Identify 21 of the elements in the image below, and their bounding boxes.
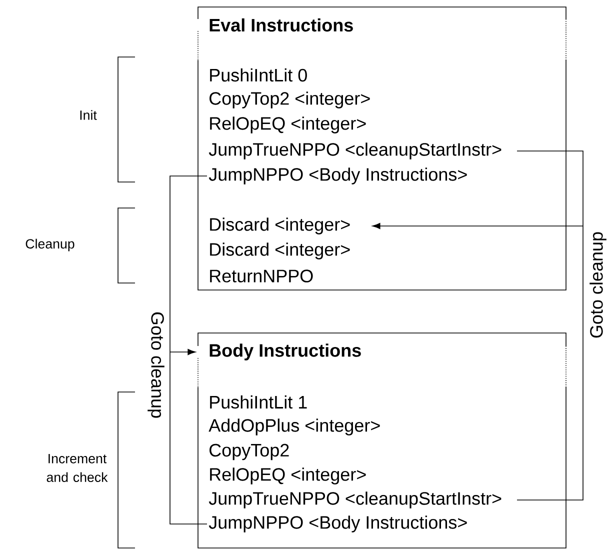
instruction-text: JumpNPPO <Body Instructions> bbox=[208, 516, 467, 532]
instruction-text: Discard <integer> bbox=[210, 218, 350, 234]
section-label: Cleanup bbox=[26, 238, 74, 252]
instruction-text: AddOpPlus <integer> bbox=[208, 418, 380, 436]
section-label: Increment and check bbox=[46, 454, 108, 482]
instruction-text: Discard <integer> bbox=[210, 242, 350, 260]
instruction-text: JumpTrueNPPO <cleanupStartInstr> bbox=[208, 492, 502, 508]
instruction-text: PushiIntLit 1 bbox=[210, 395, 307, 409]
instruction-text: JumpTrueNPPO <cleanupStartInstr> bbox=[208, 142, 502, 160]
section-label: Init bbox=[80, 110, 97, 120]
instruction-text: PushiIntLit 0 bbox=[210, 68, 307, 82]
instruction-text: CopyTop2 bbox=[210, 444, 289, 460]
arrow bbox=[372, 150, 584, 500]
instruction-text: RelOpEQ <integer> bbox=[210, 116, 366, 134]
edge-label: Goto cleanup bbox=[588, 230, 608, 340]
edge-label: Goto cleanup bbox=[146, 310, 166, 420]
instruction-text: ReturnNPPO bbox=[210, 270, 313, 282]
instruction-text: JumpNPPO <Body Instructions> bbox=[208, 168, 467, 184]
arrow bbox=[170, 176, 208, 524]
instruction-text: RelOpEQ <integer> bbox=[210, 468, 366, 484]
instruction-text: CopyTop2 <integer> bbox=[210, 92, 370, 108]
